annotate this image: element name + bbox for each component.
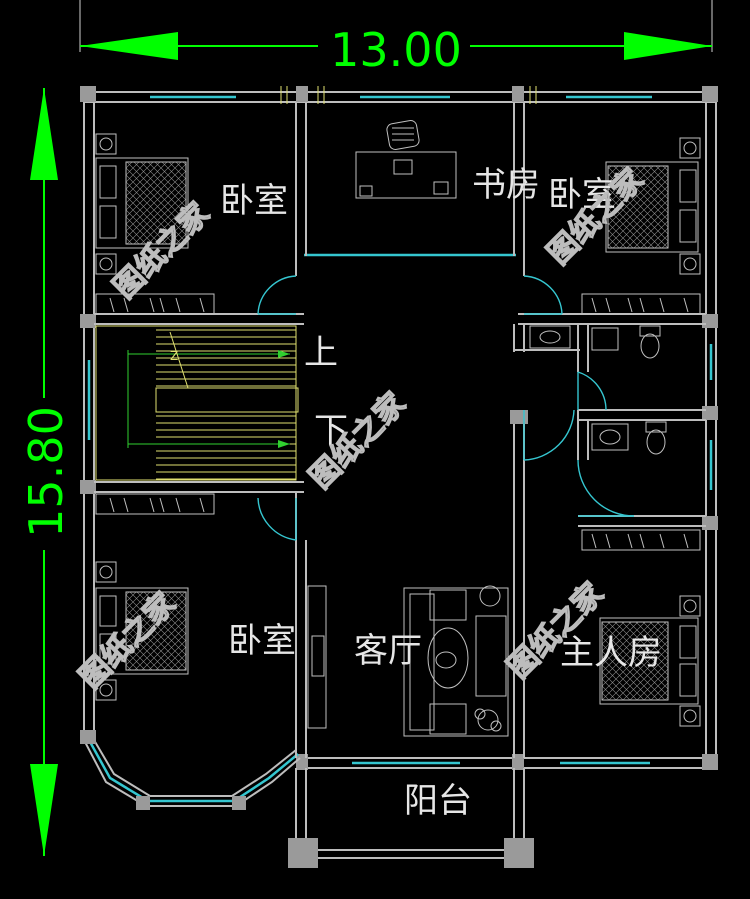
- room-label-bedroom-top-left: 卧室: [220, 181, 288, 221]
- sink-icon: [599, 429, 621, 445]
- doors: [257, 275, 635, 541]
- stair-up-label: 上: [304, 333, 338, 373]
- dimension-vertical: 15.80: [19, 88, 73, 856]
- bed-master: [599, 595, 701, 727]
- office-chair-icon: [386, 120, 420, 150]
- balcony: [288, 768, 534, 868]
- room-label-study: 书房: [472, 165, 540, 205]
- room-label-balcony: 阳台: [404, 781, 472, 821]
- room-label-bedroom-bottom-left: 卧室: [228, 621, 296, 661]
- height-dimension-label: 15.80: [19, 406, 73, 538]
- bay-window: [80, 730, 301, 810]
- bathroom-bottom: [591, 421, 667, 455]
- plant-icon: [477, 709, 499, 731]
- arrow-right-icon: [624, 32, 712, 60]
- arrow-left-icon: [80, 32, 178, 60]
- study-desk: [355, 120, 457, 199]
- room-label-master-bedroom: 主人房: [560, 633, 662, 673]
- living-room-furniture: [307, 585, 509, 737]
- sink-icon: [539, 330, 561, 344]
- stair-down-label: 下: [314, 411, 348, 451]
- room-label-bedroom-top-right: 卧室: [548, 175, 616, 215]
- dimension-horizontal: 13.00: [79, 0, 713, 77]
- arrow-up-icon: [30, 88, 58, 180]
- width-dimension-label: 13.00: [330, 23, 462, 77]
- arrow-down-icon: [30, 764, 58, 856]
- stair-marker-label: Z: [170, 349, 178, 363]
- watermarks: 图纸之家 图纸之家 图纸之家 图纸之家 图纸之家: [72, 161, 651, 696]
- bed-top-right: [605, 137, 701, 275]
- plant-icon: [479, 585, 501, 607]
- room-label-living-room: 客厅: [354, 631, 422, 671]
- bed-bottom-left: [95, 561, 189, 701]
- toilet-icon: [639, 325, 661, 359]
- bed-top-left: [95, 133, 189, 275]
- windows: [87, 86, 713, 765]
- room-labels: 卧室 书房 卧室 卧室 客厅 主人房 阳台: [220, 165, 662, 821]
- toilet-icon: [645, 421, 667, 455]
- bathroom-top: [529, 325, 661, 359]
- wardrobes: [95, 293, 701, 551]
- staircase: Z 上 下: [95, 325, 348, 481]
